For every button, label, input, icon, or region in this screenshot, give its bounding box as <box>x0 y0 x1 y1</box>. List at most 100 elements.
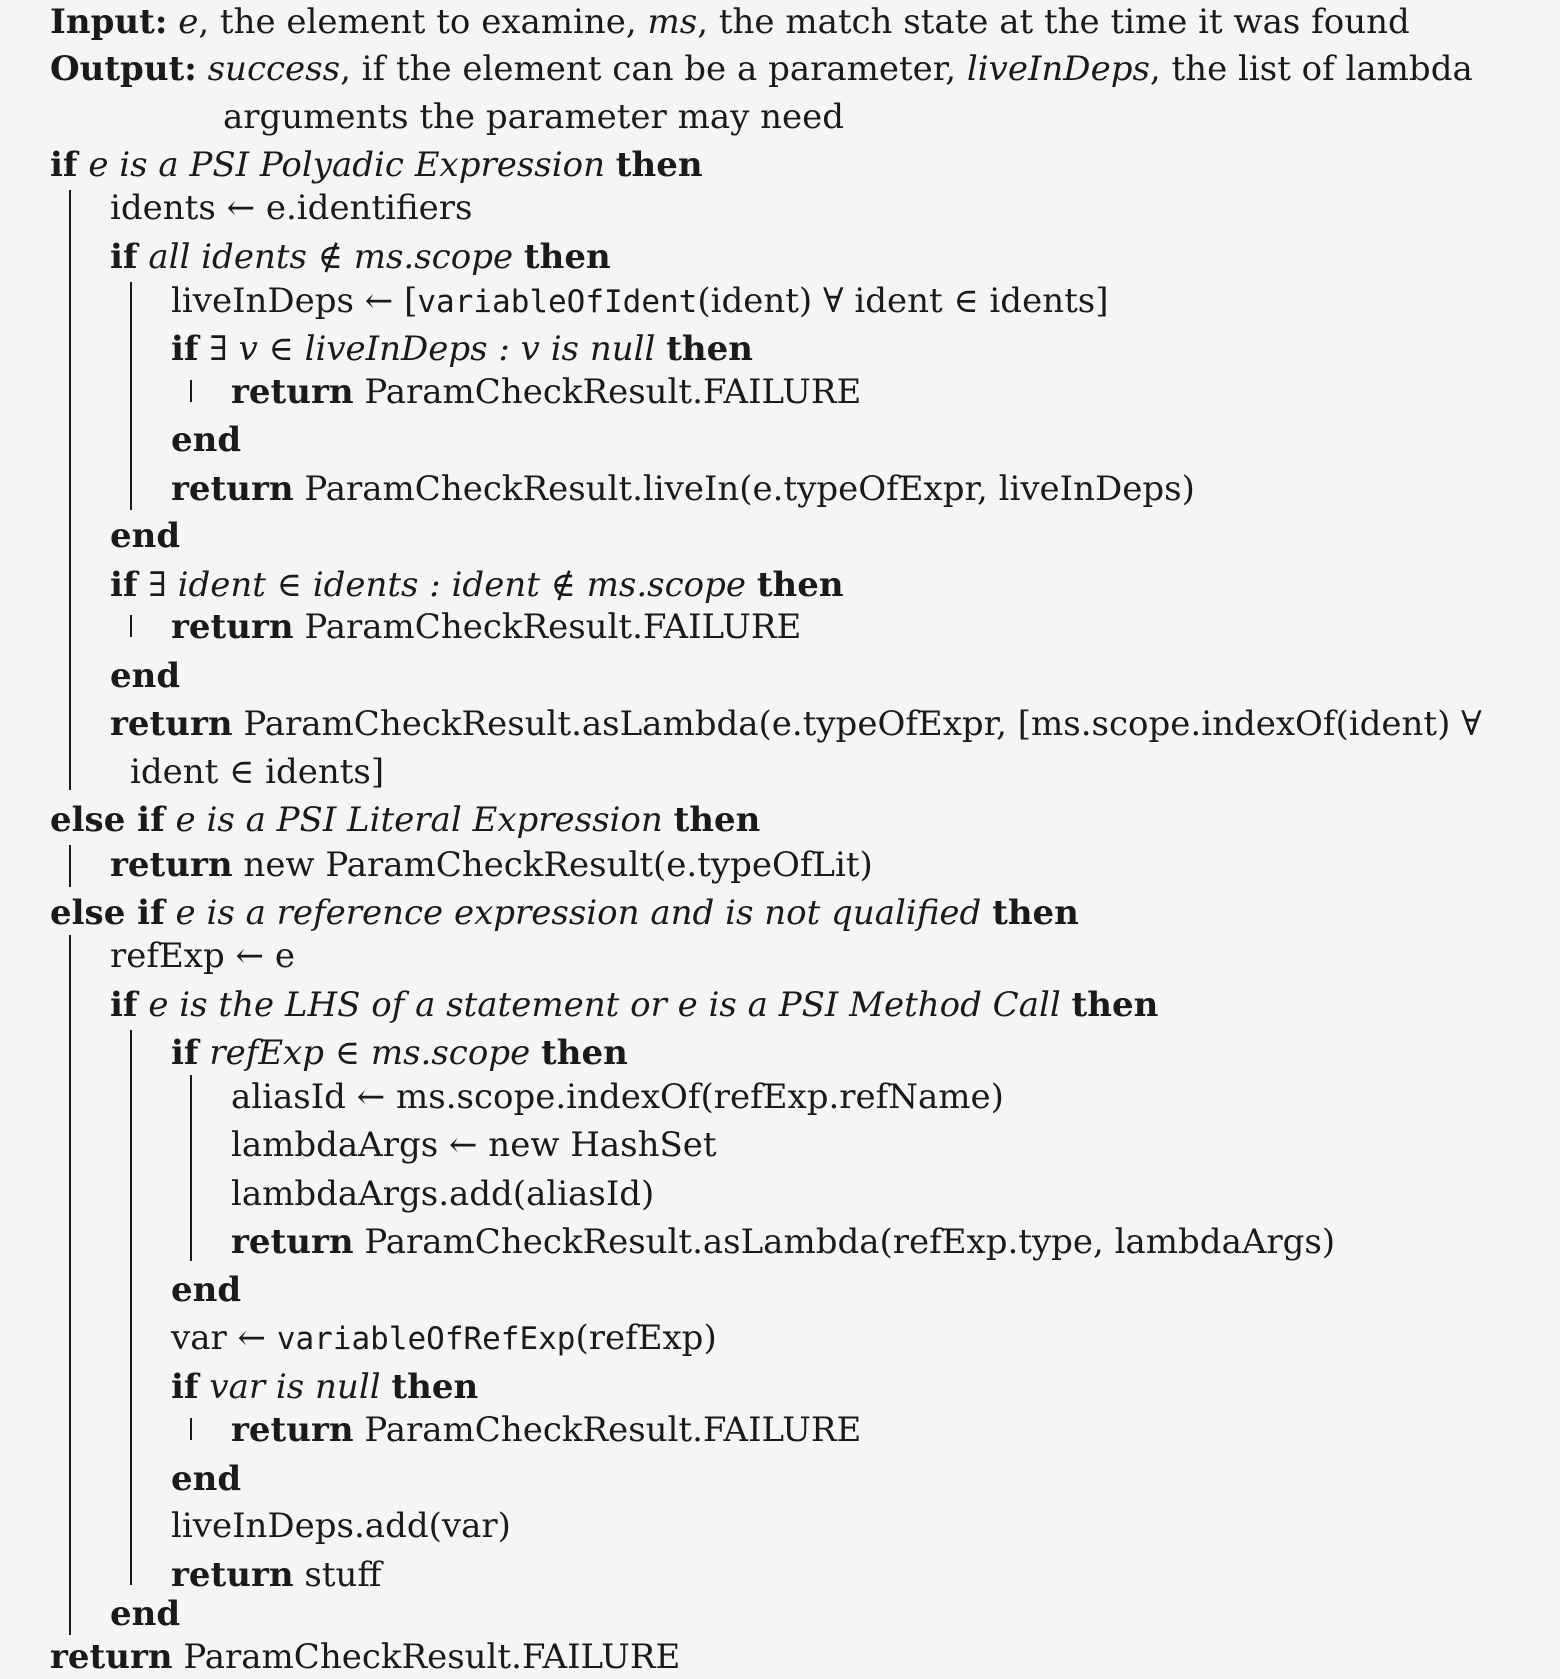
condition-text: e is a PSI Literal Expression <box>175 800 663 840</box>
scope-tick-if-var-null <box>190 1418 192 1440</box>
statement-text: aliasId ← ms.scope.indexOf(refExp.refNam… <box>231 1077 1004 1117</box>
condition-text: e is a reference expression and is not q… <box>175 893 982 933</box>
keyword-text: Input: <box>50 2 168 42</box>
keyword-text: return <box>171 1555 294 1595</box>
statement-text: idents ← e.identifiers <box>110 188 473 228</box>
statement-text <box>165 893 176 933</box>
statement-text <box>197 49 208 89</box>
statement-text <box>746 565 757 605</box>
condition-text: ∃ v ∈ liveInDeps : v is null <box>209 329 656 369</box>
statement-text: (refExp) <box>575 1318 717 1358</box>
keyword-text: return <box>171 607 294 647</box>
statement-text: , the list of lambda <box>1149 49 1473 89</box>
algo-line: end <box>110 514 180 558</box>
keyword-text: end <box>171 1459 242 1499</box>
keyword-text: if <box>50 145 78 185</box>
statement-text <box>138 565 149 605</box>
algo-line: if all idents ∉ ms.scope then <box>110 235 611 279</box>
keyword-text: then <box>523 237 611 277</box>
keyword-text: then <box>391 1367 479 1407</box>
algo-line: lambdaArgs.add(aliasId) <box>231 1172 654 1216</box>
condition-text: ms <box>647 2 698 42</box>
keyword-text: then <box>541 1033 628 1073</box>
algo-line: end <box>110 654 180 698</box>
algo-line: var ← variableOfRefExp(refExp) <box>171 1316 717 1360</box>
keyword-text: else if <box>50 893 165 933</box>
statement-text <box>655 329 666 369</box>
function-name-text: variableOfIdent <box>417 284 698 320</box>
keyword-text: end <box>110 1594 181 1634</box>
keyword-text: Output: <box>50 49 197 89</box>
scope-tick-if-null <box>190 380 192 402</box>
algo-line: if ∃ v ∈ liveInDeps : v is null then <box>171 327 753 371</box>
statement-text <box>381 1367 392 1407</box>
keyword-text: return <box>231 372 354 412</box>
keyword-text: if <box>171 1033 199 1073</box>
algo-line: lambdaArgs ← new HashSet <box>231 1123 717 1167</box>
algo-line: if ∃ ident ∈ idents : ident ∉ ms.scope t… <box>110 563 844 607</box>
keyword-text: return <box>110 845 233 885</box>
statement-text: (ident) ∀ ident ∈ idents] <box>697 281 1109 321</box>
condition-text: success <box>207 49 341 89</box>
keyword-text: then <box>666 329 753 369</box>
statement-text <box>199 329 210 369</box>
scope-tick-if-exists-ident <box>130 615 132 637</box>
algo-line: return ParamCheckResult.FAILURE <box>50 1635 680 1679</box>
statement-text: ParamCheckResult.FAILURE <box>353 1410 862 1450</box>
statement-text <box>663 800 674 840</box>
keyword-text: return <box>231 1222 354 1262</box>
statement-text: new ParamCheckResult(e.typeOfLit) <box>232 845 873 885</box>
algo-line: if e is the LHS of a statement or e is a… <box>110 983 1158 1027</box>
condition-text: liveInDeps <box>966 49 1150 89</box>
statement-text: , if the element can be a parameter, <box>340 49 967 89</box>
keyword-text: return <box>50 1637 173 1677</box>
keyword-text: else if <box>50 800 165 840</box>
keyword-text: if <box>110 565 138 605</box>
scope-bar-if-all-idents <box>130 282 132 510</box>
statement-text <box>165 800 176 840</box>
statement-text: refExp ← e <box>110 936 295 976</box>
algo-line: return new ParamCheckResult(e.typeOfLit) <box>110 843 873 887</box>
condition-text: e is the LHS of a statement or e is a PS… <box>148 985 1061 1025</box>
statement-text <box>78 145 89 185</box>
keyword-text: if <box>171 329 199 369</box>
algo-line: return ParamCheckResult.liveIn(e.typeOfE… <box>171 467 1195 511</box>
scope-bar-if-lhs <box>130 1030 132 1585</box>
statement-text: ParamCheckResult.liveIn(e.typeOfExpr, li… <box>293 469 1195 509</box>
statement-text <box>138 985 149 1025</box>
algo-line: liveInDeps.add(var) <box>171 1504 511 1548</box>
statement-text: lambdaArgs ← new HashSet <box>231 1125 717 1165</box>
statement-text <box>199 1033 210 1073</box>
keyword-text: then <box>1071 985 1159 1025</box>
condition-text: var is null <box>209 1367 381 1407</box>
algo-line: refExp ← e <box>110 934 295 978</box>
algo-line: end <box>171 1457 241 1501</box>
algo-line-output: Output: success, if the element can be a… <box>50 47 1473 91</box>
algo-line: if refExp ∈ ms.scope then <box>171 1031 628 1075</box>
condition-text: ∃ ident ∈ idents : ident ∉ ms.scope <box>148 565 746 605</box>
algo-line: end <box>171 418 241 462</box>
keyword-text: if <box>110 237 138 277</box>
statement-text: ParamCheckResult.FAILURE <box>293 607 802 647</box>
algo-line-input: Input: e, the element to examine, ms, th… <box>50 0 1410 44</box>
algo-line: idents ← e.identifiers <box>110 186 473 230</box>
keyword-text: end <box>171 420 242 460</box>
condition-text: refExp ∈ ms.scope <box>209 1033 531 1073</box>
condition-text: e <box>178 2 199 42</box>
statement-text: liveInDeps ← [ <box>171 281 418 321</box>
scope-bar-else-if-literal <box>69 845 71 887</box>
algo-line: end <box>110 1592 180 1636</box>
algo-line: return ParamCheckResult.asLambda(refExp.… <box>231 1220 1335 1264</box>
algo-line: liveInDeps ← [variableOfIdent(ident) ∀ i… <box>171 279 1108 323</box>
algo-line: return ParamCheckResult.asLambda(e.typeO… <box>110 702 1482 746</box>
algo-line: else if e is a reference expression and … <box>50 891 1079 935</box>
statement-text: ident ∈ idents] <box>130 752 385 792</box>
statement-text: liveInDeps.add(var) <box>171 1506 511 1546</box>
algo-line: if var is null then <box>171 1365 478 1409</box>
algo-line: if e is a PSI Polyadic Expression then <box>50 143 703 187</box>
statement-text <box>605 145 616 185</box>
statement-text <box>981 893 992 933</box>
algo-line: return ParamCheckResult.FAILURE <box>231 370 861 414</box>
statement-text: ParamCheckResult.FAILURE <box>172 1637 681 1677</box>
